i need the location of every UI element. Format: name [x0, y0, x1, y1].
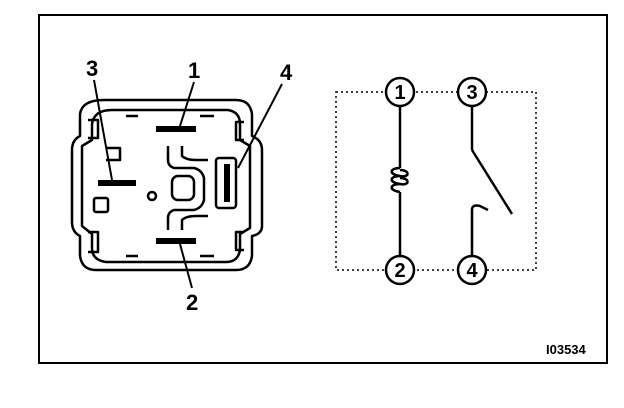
pin-3-label: 3: [86, 56, 98, 81]
switch-fixed-contact: [470, 204, 489, 256]
schematic-terminal-4-label: 4: [466, 260, 478, 282]
relay-schematic: [335, 91, 537, 271]
schematic-terminal-3-label: 3: [466, 82, 477, 104]
pin-4-leader: [237, 83, 283, 169]
coil-symbol: [390, 166, 409, 194]
pin-1-label: 1: [188, 58, 200, 83]
pin-3-leader: [93, 79, 113, 181]
terminal-4-blade: [224, 164, 230, 202]
terminal-1-blade: [156, 126, 196, 132]
schematic-terminal-2-label: 2: [394, 260, 405, 282]
schematic-terminal-4: [456, 254, 488, 286]
figure-id: I03534: [546, 342, 587, 357]
schematic-enclosure: [335, 91, 537, 271]
schematic-terminal-3: [456, 76, 488, 108]
schematic-terminal-2: [384, 254, 416, 286]
pin-2-label: 2: [186, 290, 198, 315]
pin-1-leader: [179, 81, 195, 127]
schematic-terminal-1-label: 1: [394, 82, 405, 104]
pin-4-label: 4: [280, 60, 293, 85]
schematic-terminal-circles: [384, 76, 488, 286]
relay-terminals: [98, 126, 230, 244]
switch-contact-arm: [470, 149, 514, 215]
terminal-3-blade: [98, 180, 136, 186]
schematic-terminal-1: [384, 76, 416, 108]
relay-connector-drawing: [70, 98, 264, 272]
pin-2-leader: [179, 243, 193, 289]
diagram-frame: [38, 14, 608, 364]
terminal-2-blade: [156, 238, 196, 244]
